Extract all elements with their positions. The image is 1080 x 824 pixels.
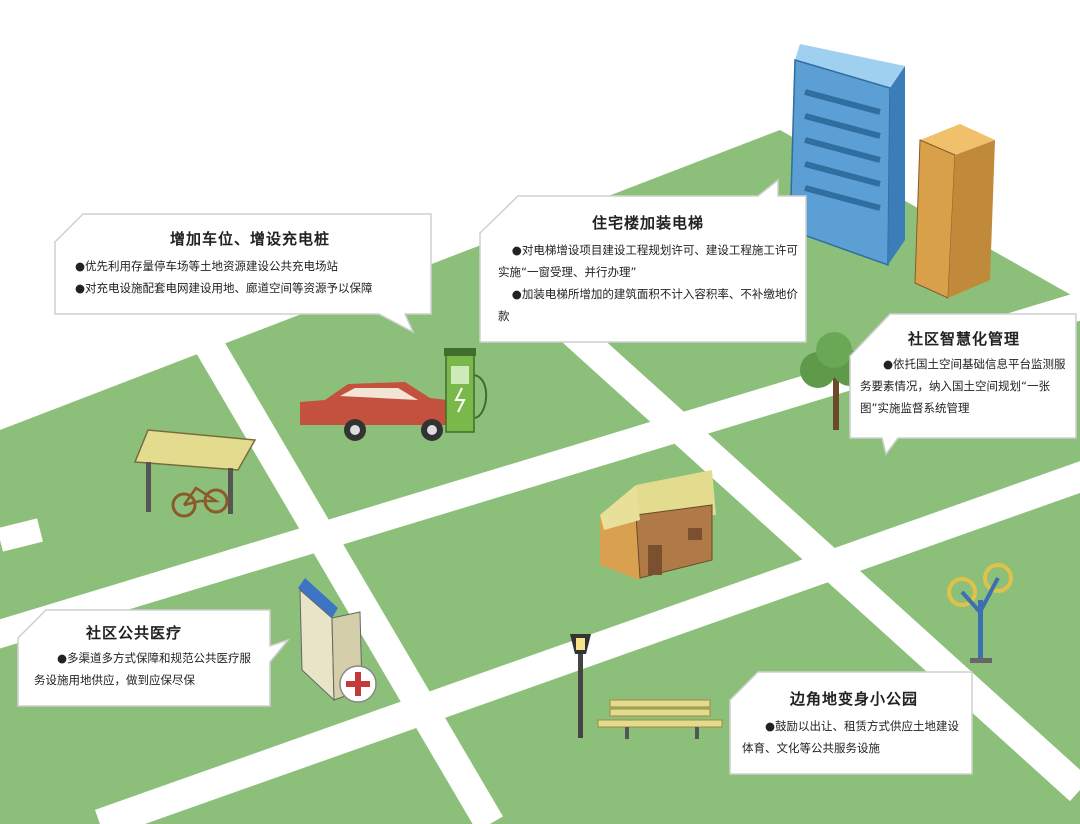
callout-item: ●多渠道多方式保障和规范公共医疗服务设施用地供应，做到应保尽保 [34,651,252,687]
callout-title: 社区公共医疗 [86,624,183,642]
callout-item: ●鼓励以出让、租赁方式供应土地建设体育、文化等公共服务设施 [742,719,960,755]
car-icon [300,382,465,441]
callout-item: ●对充电设施配套电网建设用地、廊道空间等资源予以保障 [75,281,373,295]
callout-bubble-shape [54,213,432,334]
callout-title: 边角地变身小公园 [789,690,918,708]
house-icon [600,470,716,580]
callout-item: ●优先利用存量停车场等土地资源建设公共充电场站 [75,259,339,273]
callout-title: 增加车位、增设充电桩 [169,230,330,248]
callout-park: 边角地变身小公园 ●鼓励以出让、租赁方式供应土地建设体育、文化等公共服务设施 [728,670,976,778]
office-building-icon [789,44,995,299]
clinic-icon [298,578,377,703]
callout-item: ●依托国土空间基础信息平台监测服务要素情况，纳入国土空间规划“一张图”实施监督系… [860,357,1066,415]
callout-title: 社区智慧化管理 [907,330,1020,348]
callout-bubble-shape [849,313,1077,456]
callout-title: 住宅楼加装电梯 [591,214,704,232]
fitness-equipment-icon [947,563,1013,663]
bike-shelter-icon [133,429,257,518]
lamp-icon [570,634,591,738]
bench-icon [597,699,723,739]
callout-medical: 社区公共医疗 ●多渠道多方式保障和规范公共医疗服务设施用地供应，做到应保尽保 [16,608,291,708]
callout-bubble-shape [479,178,807,343]
charger-icon [444,348,488,433]
callout-parking: 增加车位、增设充电桩 ●优先利用存量停车场等土地资源建设公共充电场站 ●对充电设… [53,212,435,334]
callout-elevator: 住宅楼加装电梯 ●对电梯增设项目建设工程规划许可、建设工程施工许可实施“一窗受理… [478,178,810,346]
callout-item: ●加装电梯所增加的建筑面积不计入容积率、不补缴地价款 [498,287,798,323]
callout-item: ●对电梯增设项目建设工程规划许可、建设工程施工许可实施“一窗受理、并行办理” [498,243,798,279]
callout-smart-management: 社区智慧化管理 ●依托国土空间基础信息平台监测服务要素情况，纳入国土空间规划“一… [848,312,1078,456]
callout-bubble-shape [729,671,973,775]
callout-bubble-shape [17,609,291,707]
